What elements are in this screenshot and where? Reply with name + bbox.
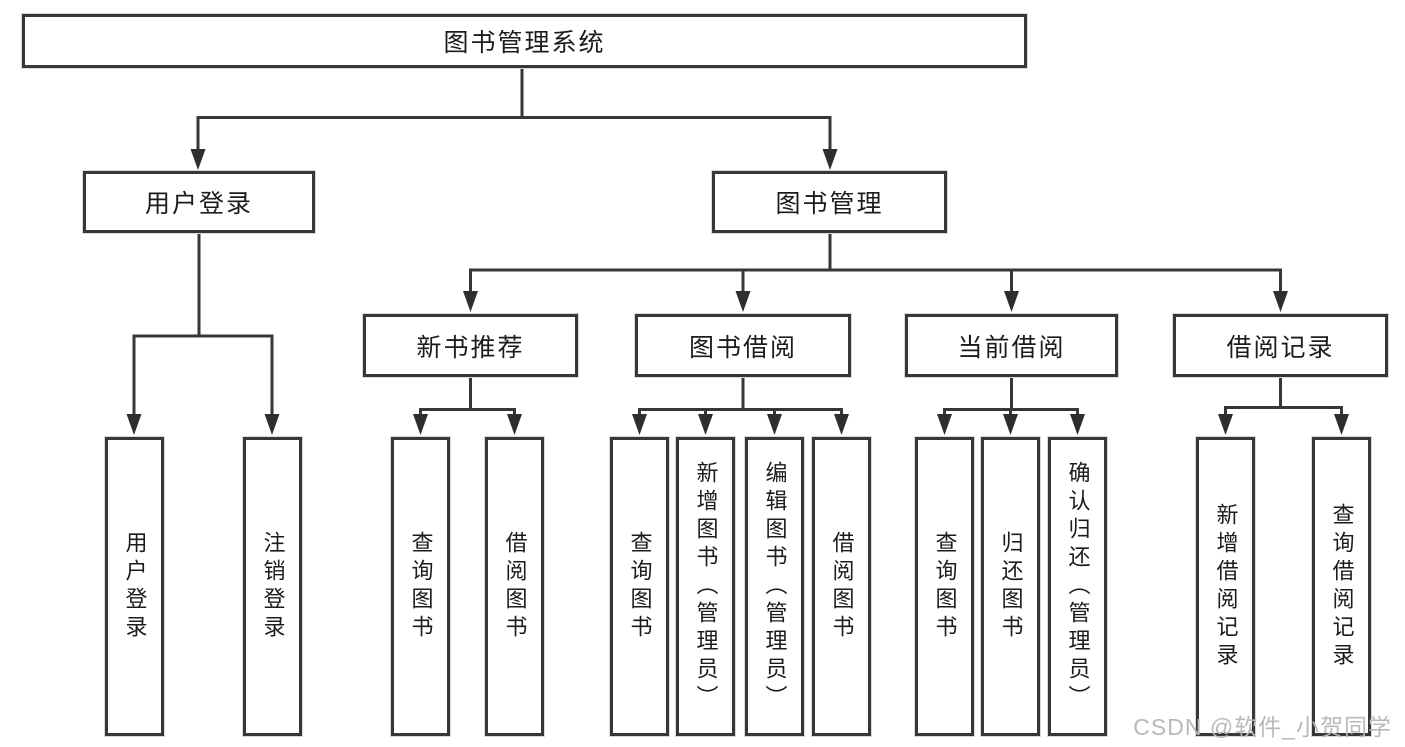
leaf-query-books: 查询图书 <box>391 437 450 736</box>
node-borrowing-records: 借阅记录 <box>1173 314 1388 377</box>
connector-new-book-children <box>413 377 522 435</box>
leaf-query-borrow-record: 查询借阅记录 <box>1312 437 1371 736</box>
connector-user-login-children <box>126 233 280 435</box>
connector-root-to-level2 <box>190 66 838 170</box>
arrowhead <box>937 414 952 435</box>
csdn-watermark: CSDN @软件_小贺同学 <box>1133 714 1392 740</box>
leaf-return-books: 归还图书 <box>981 437 1040 736</box>
arrowhead <box>126 414 142 435</box>
arrowhead <box>1218 414 1233 435</box>
leaf-query-books: 查询图书 <box>915 437 974 736</box>
node-new-book-recommendation: 新书推荐 <box>363 314 578 377</box>
arrowhead <box>1273 291 1288 312</box>
leaf-edit-books-admin: 编辑图书（管理员） <box>745 437 804 736</box>
connector-current-borrow-children <box>937 377 1085 435</box>
arrowhead <box>413 414 428 435</box>
leaf-borrow-books: 借阅图书 <box>485 437 544 736</box>
arrowhead <box>1003 414 1018 435</box>
leaf-borrow-books: 借阅图书 <box>812 437 871 736</box>
arrowhead <box>822 149 838 170</box>
arrowhead <box>264 414 280 435</box>
arrowhead <box>1334 414 1349 435</box>
node-book-management: 图书管理 <box>712 171 947 233</box>
arrowhead <box>632 414 647 435</box>
leaf-user-login: 用户登录 <box>105 437 164 736</box>
node-library-management-system: 图书管理系统 <box>22 14 1027 68</box>
node-user-login: 用户登录 <box>83 171 315 233</box>
connector-book-borrow-children <box>632 377 849 435</box>
leaf-add-books-admin: 新增图书（管理员） <box>676 437 735 736</box>
leaf-add-borrow-record: 新增借阅记录 <box>1196 437 1255 736</box>
arrowhead <box>735 291 751 312</box>
arrowhead <box>767 414 782 435</box>
node-book-borrowing: 图书借阅 <box>635 314 851 377</box>
arrowhead <box>1070 414 1085 435</box>
arrowhead <box>190 149 206 170</box>
node-current-borrowing: 当前借阅 <box>905 314 1118 377</box>
arrowhead <box>1004 291 1019 312</box>
arrowhead <box>698 414 713 435</box>
arrowhead <box>463 291 478 312</box>
leaf-confirm-return-admin: 确认归还（管理员） <box>1048 437 1107 736</box>
connector-book-mgmt-children <box>463 233 1288 312</box>
arrowhead <box>507 414 522 435</box>
leaf-logout: 注销登录 <box>243 437 302 736</box>
leaf-query-books: 查询图书 <box>610 437 669 736</box>
connector-borrow-record-children <box>1218 377 1349 435</box>
arrowhead <box>834 414 849 435</box>
